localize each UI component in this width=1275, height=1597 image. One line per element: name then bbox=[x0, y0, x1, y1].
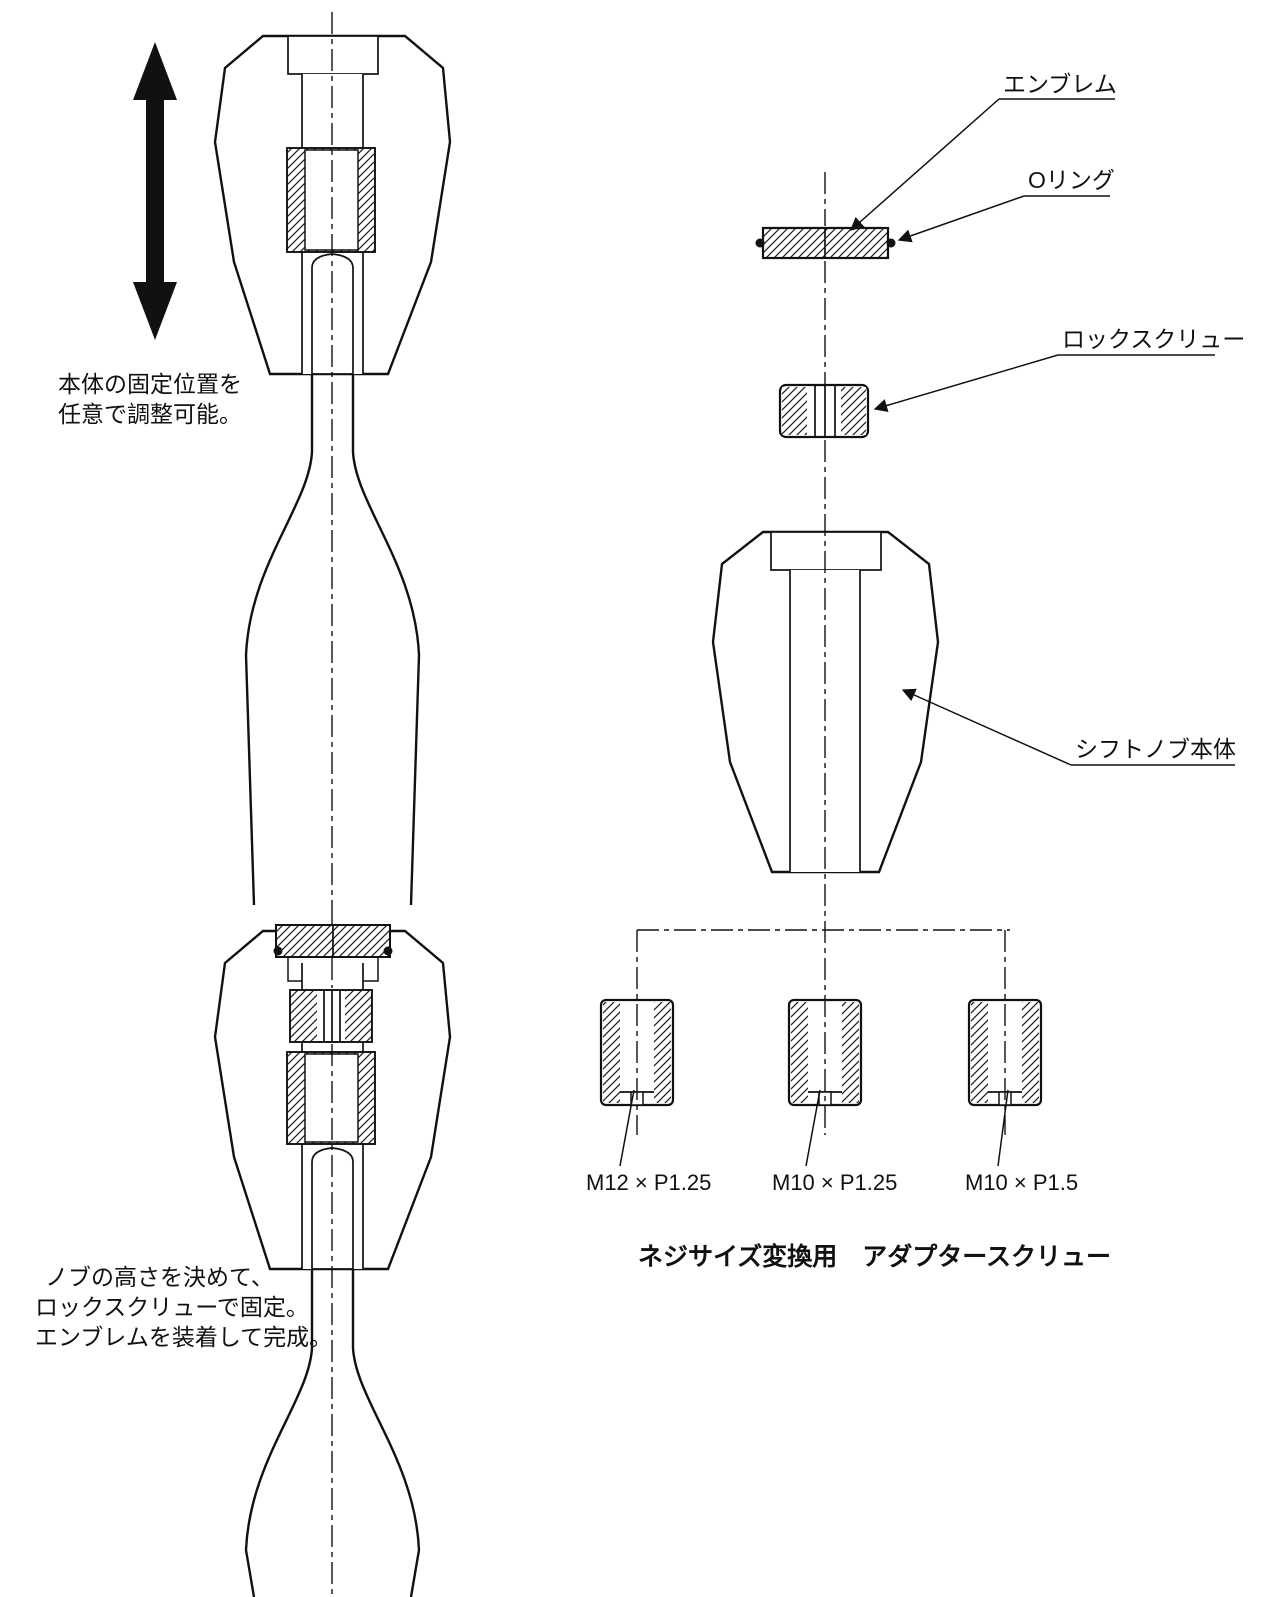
knob-body-outer bbox=[711, 530, 940, 874]
adapter3-size-label: M10 × P1.5 bbox=[965, 1170, 1078, 1195]
adapter1-hatch-right bbox=[654, 1002, 671, 1103]
lock-screw-leader-line bbox=[873, 354, 1059, 413]
knob-body-pocket bbox=[770, 531, 882, 571]
lock-screw-hatch-right bbox=[841, 387, 866, 435]
knob-section-outer bbox=[213, 34, 452, 376]
shift-lever-right bbox=[351, 374, 421, 906]
adapters-caption: ネジサイズ変換用 アダプタースクリュー bbox=[638, 1242, 1111, 1271]
o-ring-callout: Oリング bbox=[897, 167, 1115, 243]
lock-screw-callout: ロックスクリュー bbox=[873, 326, 1245, 413]
adapter1-leader bbox=[619, 1089, 635, 1167]
o-ring-label: Oリング bbox=[1028, 167, 1115, 193]
adapter1-size-label: M12 × P1.25 bbox=[586, 1170, 711, 1195]
note-assemble-line-1: ノブの高さを決めて、 bbox=[45, 1264, 274, 1290]
adapter2-size-label: M10 × P1.25 bbox=[772, 1170, 897, 1195]
note-adjust-line-1: 本体の固定位置を bbox=[58, 371, 242, 397]
o-ring-right-section bbox=[383, 946, 393, 956]
view-knob-adjustable: 本体の固定位置を 任意で調整可能。 bbox=[58, 12, 452, 906]
adapter3-hatch-left bbox=[971, 1002, 988, 1103]
shift-lever-left bbox=[244, 374, 314, 906]
view-exploded: エンブレム Oリング ロックスクリュー シフトノブ本体 M12 × P1.25 … bbox=[586, 71, 1245, 1271]
view-knob-assembled: ノブの高さを決めて、 ロックスクリューで固定。 エンブレムを装着して完成。 bbox=[35, 905, 452, 1597]
shift-lever-right-assembled bbox=[351, 1269, 421, 1597]
emblem-pocket bbox=[287, 35, 379, 75]
note-assemble-line-3: エンブレムを装着して完成。 bbox=[35, 1324, 332, 1350]
knob-section-outer-assembled bbox=[213, 929, 452, 1271]
o-ring-leader-line bbox=[897, 195, 1025, 243]
shift-lever-left-assembled bbox=[244, 1269, 314, 1597]
note-assemble-line-2: ロックスクリューで固定。 bbox=[35, 1294, 309, 1320]
knob-body-callout: シフトノブ本体 bbox=[901, 688, 1236, 766]
adapter3-hatch-right bbox=[1022, 1002, 1039, 1103]
o-ring-right bbox=[886, 238, 896, 248]
adapter1-hatch-left bbox=[603, 1002, 620, 1103]
o-ring-left-section bbox=[273, 946, 283, 956]
knob-body-label: シフトノブ本体 bbox=[1075, 736, 1236, 762]
lock-screw-part bbox=[778, 383, 870, 439]
knob-body-leader-line bbox=[901, 688, 1072, 766]
adapter2-hatch-right bbox=[842, 1002, 859, 1103]
adapter2-hatch-left bbox=[791, 1002, 808, 1103]
note-adjust-line-2: 任意で調整可能。 bbox=[58, 401, 242, 427]
lock-screw-hatch-left bbox=[782, 387, 807, 435]
vertical-adjust-arrow bbox=[133, 42, 177, 340]
emblem-leader-line bbox=[849, 98, 1000, 231]
adapter2-leader bbox=[805, 1089, 821, 1167]
adapter3-leader bbox=[997, 1089, 1009, 1167]
emblem-part bbox=[755, 226, 896, 260]
o-ring-left bbox=[755, 238, 765, 248]
emblem-label: エンブレム bbox=[1003, 71, 1117, 97]
emblem-callout: エンブレム bbox=[849, 71, 1117, 231]
lock-screw-label: ロックスクリュー bbox=[1062, 326, 1245, 352]
